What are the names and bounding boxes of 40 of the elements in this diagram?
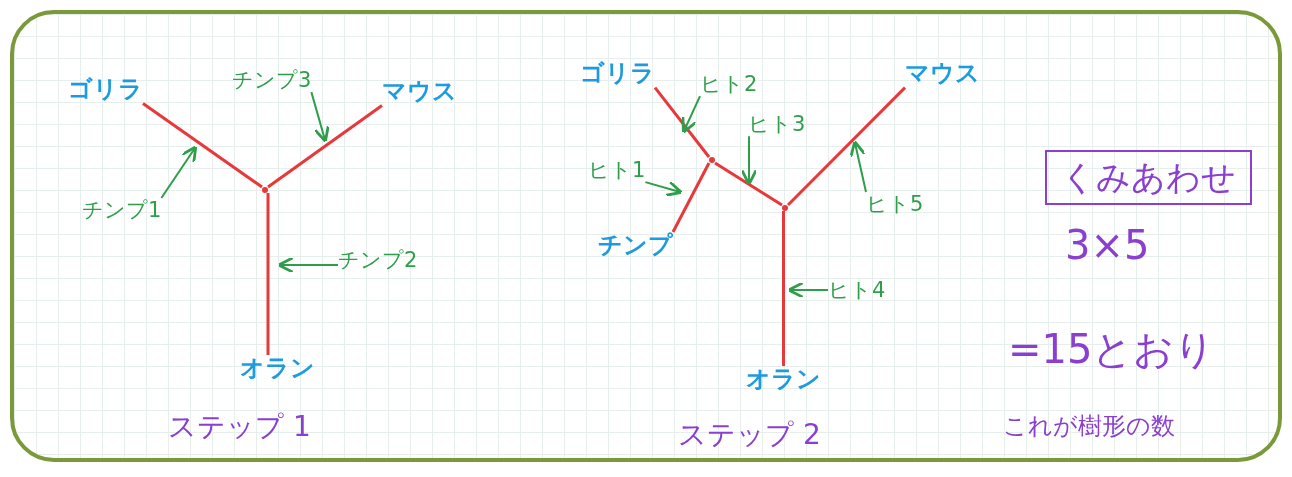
species-label: ゴリラ xyxy=(580,60,655,88)
branch-label: ヒト5 xyxy=(866,192,924,217)
tree-branch xyxy=(714,161,783,207)
branch-label: チンプ1 xyxy=(82,198,162,223)
branch-label: チンプ2 xyxy=(338,248,418,273)
branch-label: チンプ3 xyxy=(232,68,312,93)
junction-dot xyxy=(262,187,268,193)
arrow xyxy=(160,145,198,199)
arrow xyxy=(849,140,867,193)
junction-dot xyxy=(782,205,788,211)
tree-branch xyxy=(671,162,711,233)
arrow xyxy=(277,256,339,274)
note-text: これが樹形の数 xyxy=(1003,411,1175,442)
branch-label: ヒト4 xyxy=(828,278,886,303)
junction-dot xyxy=(709,157,715,163)
species-label: マウス xyxy=(905,60,980,88)
arrow xyxy=(310,91,330,143)
species-label: マウス xyxy=(382,78,457,106)
species-label: ゴリラ xyxy=(68,76,143,104)
arrow xyxy=(681,95,701,134)
tree-branch xyxy=(142,102,263,189)
branch-label: ヒト2 xyxy=(700,72,758,97)
species-label: チンプ xyxy=(598,232,673,260)
step-caption: ステップ 1 xyxy=(168,409,311,445)
arrow xyxy=(740,135,758,186)
species-label: オラン xyxy=(746,366,821,394)
tree-branch xyxy=(782,211,785,366)
species-label: オラン xyxy=(240,355,315,383)
step-caption: ステップ 2 xyxy=(678,417,821,453)
formula-text: 3×5 xyxy=(1065,222,1150,268)
tree-branch xyxy=(653,86,711,158)
tree-branch xyxy=(786,86,907,207)
tree-branch xyxy=(267,104,383,189)
branch-label: ヒト1 xyxy=(588,158,646,183)
title-box: くみあわせ xyxy=(1045,150,1252,206)
arrow xyxy=(644,180,683,197)
tree-branch xyxy=(266,193,270,355)
arrow xyxy=(787,281,829,299)
result-text: =15とおり xyxy=(1008,325,1216,374)
branch-label: ヒト3 xyxy=(748,112,806,137)
